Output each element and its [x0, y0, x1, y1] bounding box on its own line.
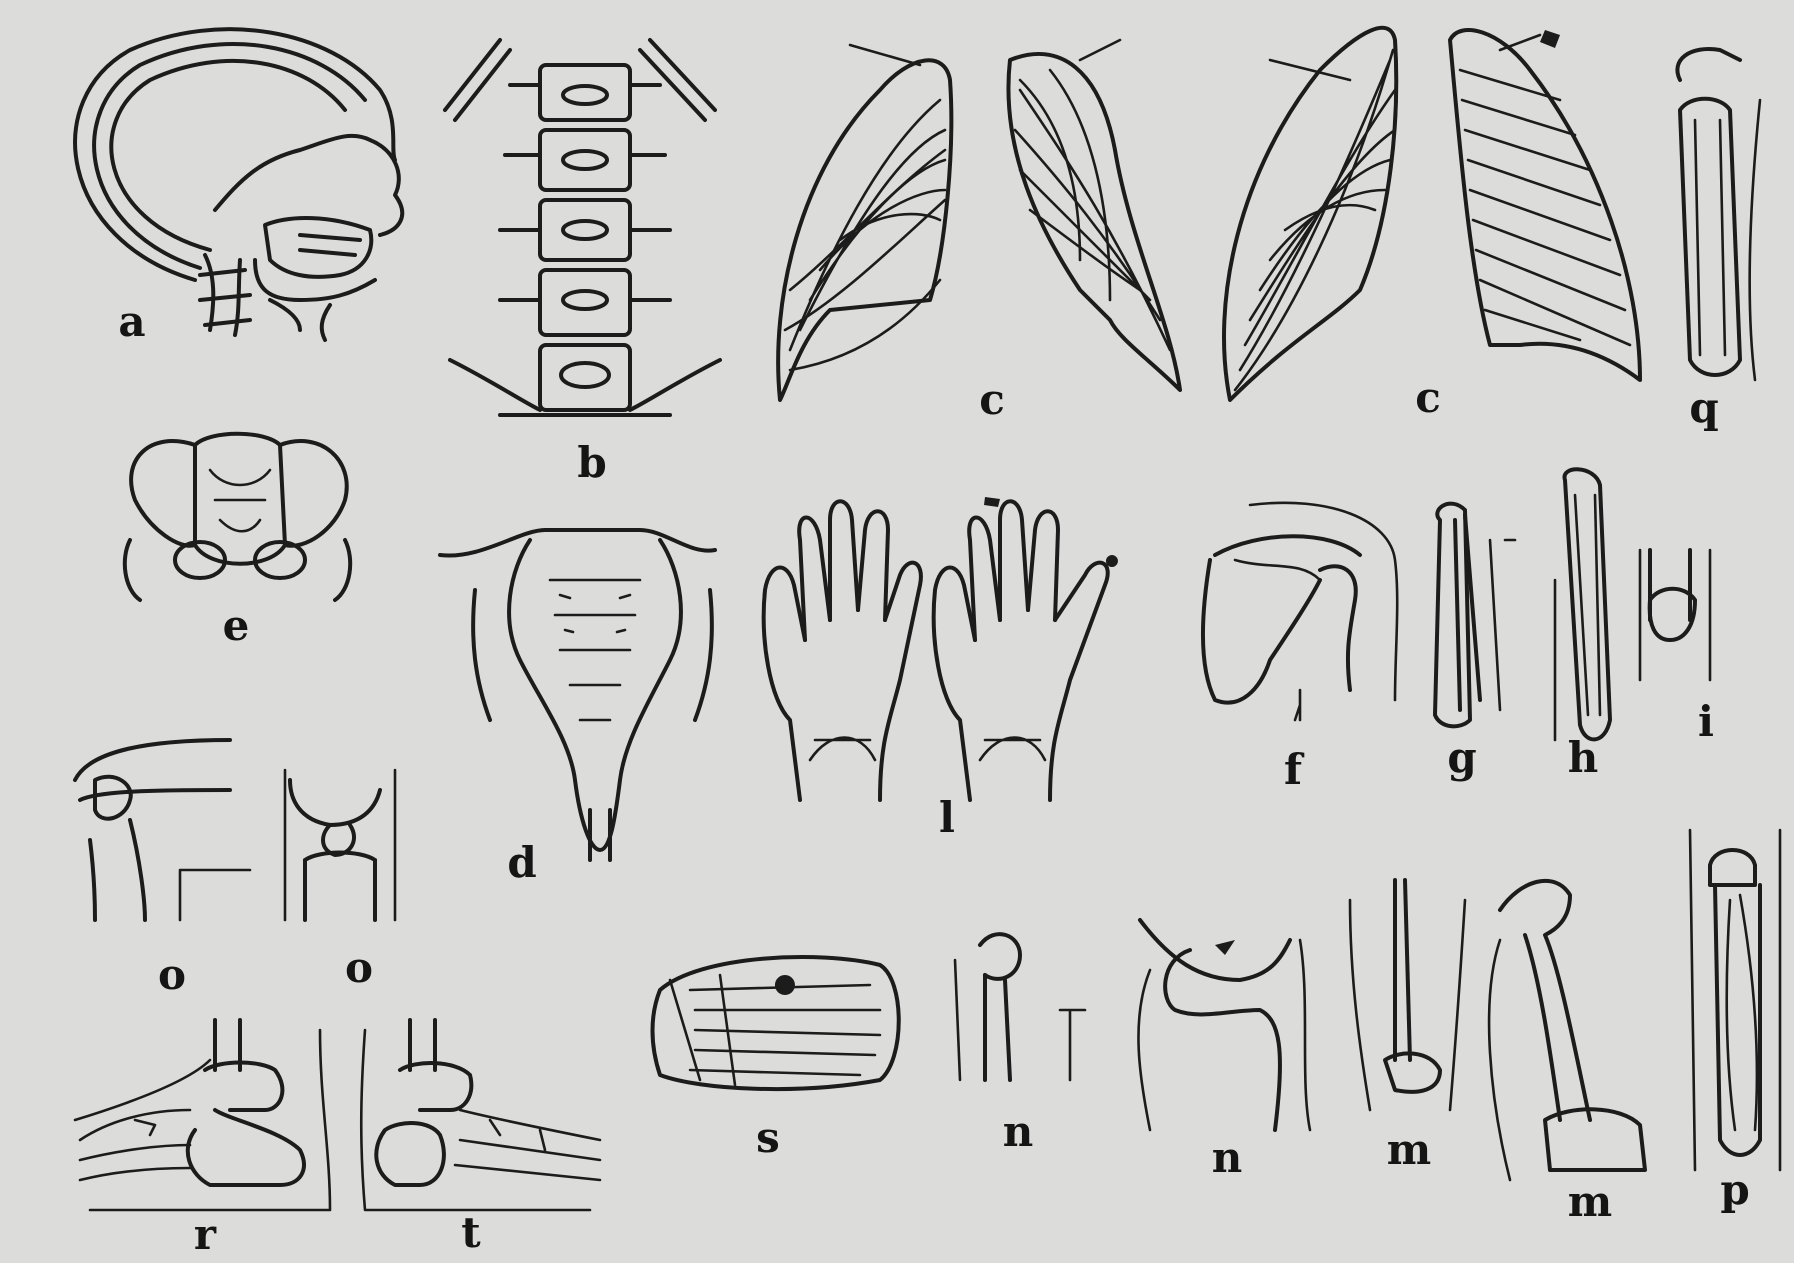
figure-label: s [756, 1117, 780, 1159]
forearm-drawing [1435, 504, 1515, 727]
ankle-r-drawing [75, 1020, 330, 1210]
figure-label: b [577, 442, 606, 484]
figure-label: f [1284, 749, 1302, 791]
shoulder-drawing [1203, 503, 1397, 720]
figure-label: n [1003, 1111, 1034, 1153]
thorax-oblique-drawing [778, 40, 1180, 400]
figure-label: c [1415, 377, 1441, 419]
femur-drawing [1489, 881, 1645, 1180]
figure-label: o [158, 954, 186, 996]
figure-label: g [1447, 737, 1476, 779]
figure-label: t [461, 1212, 480, 1254]
lumbar-spine-drawing [445, 40, 720, 415]
lower-leg-drawing [1690, 830, 1780, 1170]
sacrum-drawing [440, 530, 715, 860]
small-joint-drawing [955, 934, 1085, 1080]
figure-label: c [979, 379, 1005, 421]
skull-drawing [75, 29, 402, 340]
tibia-drawing [1350, 880, 1465, 1110]
figure-label: m [1387, 1129, 1431, 1171]
figure-label: a [118, 301, 145, 343]
elbow-drawing [1640, 550, 1710, 680]
humerus-drawing [1555, 469, 1610, 740]
figure-label: d [507, 842, 536, 884]
figure-label: i [1698, 701, 1714, 743]
figure-label: l [939, 797, 955, 839]
ankle-t-drawing [361, 1020, 600, 1210]
figure-label: n [1212, 1137, 1243, 1179]
hip-drawing [1138, 920, 1310, 1130]
long-bone-q-drawing [1677, 49, 1760, 380]
pelvis-drawing [125, 434, 350, 600]
figure-label: e [223, 605, 250, 647]
figure-label: h [1568, 737, 1599, 779]
figure-label: m [1568, 1181, 1612, 1223]
figure-label: o [345, 947, 373, 989]
hands-drawing [764, 497, 1118, 800]
thorax-lateral-drawing [1224, 28, 1640, 400]
foot-dorsal-drawing [653, 957, 899, 1089]
knee-ap-drawing [285, 770, 395, 920]
figure-label: r [194, 1214, 216, 1256]
figure-label: q [1689, 387, 1718, 429]
knee-lateral-drawing [75, 740, 250, 920]
figure-label: p [1720, 1169, 1749, 1211]
